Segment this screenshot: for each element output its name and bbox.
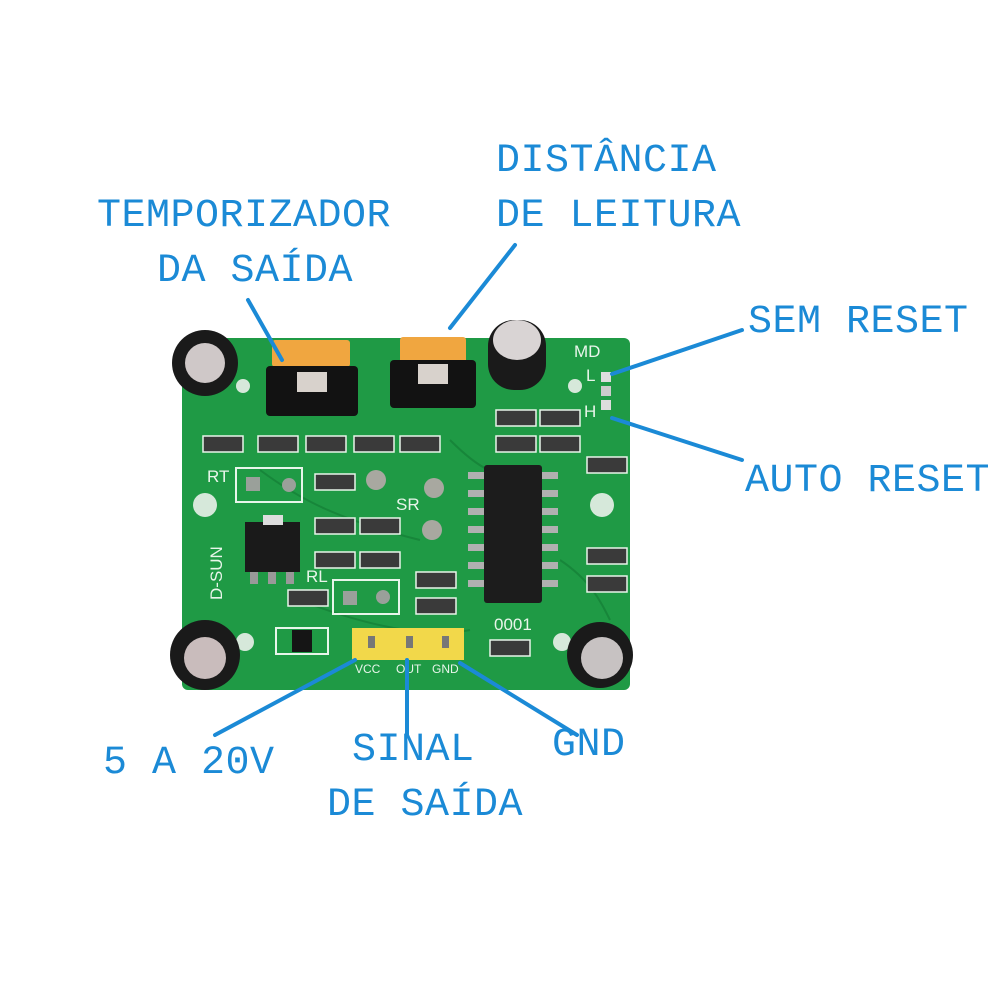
capacitor — [172, 330, 238, 396]
pin-header[interactable] — [352, 628, 464, 660]
label-gnd: GND — [552, 723, 626, 768]
label-read-distance-line1: DISTÂNCIA — [496, 139, 717, 184]
leader-line-timer — [246, 298, 284, 362]
capacitor — [170, 620, 240, 690]
label-output-signal-line2: DE SAÍDA — [327, 783, 524, 828]
leader-line-auto-reset — [610, 416, 744, 462]
silk-rl: RL — [306, 567, 328, 586]
silk-h: H — [584, 402, 596, 421]
potentiometer-distance[interactable] — [390, 337, 476, 408]
silk-pin-vcc: VCC — [355, 662, 381, 676]
silk-rt: RT — [207, 467, 229, 486]
label-output-timer-line2: DA SAÍDA — [157, 249, 354, 294]
capacitor — [567, 622, 633, 688]
silk-sr: SR — [396, 495, 420, 514]
capacitor — [488, 320, 546, 390]
voltage-regulator — [245, 522, 300, 572]
leader-line-no-reset — [610, 328, 744, 376]
silk-pin-gnd: GND — [432, 662, 459, 676]
ic-chip — [468, 465, 558, 603]
silk-code: 0001 — [494, 615, 532, 634]
leader-line-gnd — [458, 661, 579, 737]
label-voltage: 5 A 20V — [103, 741, 275, 786]
silk-md: MD — [574, 342, 600, 361]
label-read-distance-line2: DE LEITURA — [496, 194, 742, 239]
leader-line-vcc — [213, 658, 357, 737]
leader-line-distance — [448, 243, 517, 330]
silk-l: L — [586, 366, 595, 385]
silk-brand: D-SUN — [207, 546, 226, 600]
label-output-timer-line1: TEMPORIZADOR — [97, 194, 392, 239]
label-output-signal-line1: SINAL — [352, 728, 475, 773]
label-no-reset: SEM RESET — [748, 300, 969, 345]
trigger-mode-jumper[interactable] — [601, 372, 611, 410]
label-auto-reset: AUTO RESET — [745, 459, 991, 504]
potentiometer-time[interactable] — [266, 340, 358, 416]
